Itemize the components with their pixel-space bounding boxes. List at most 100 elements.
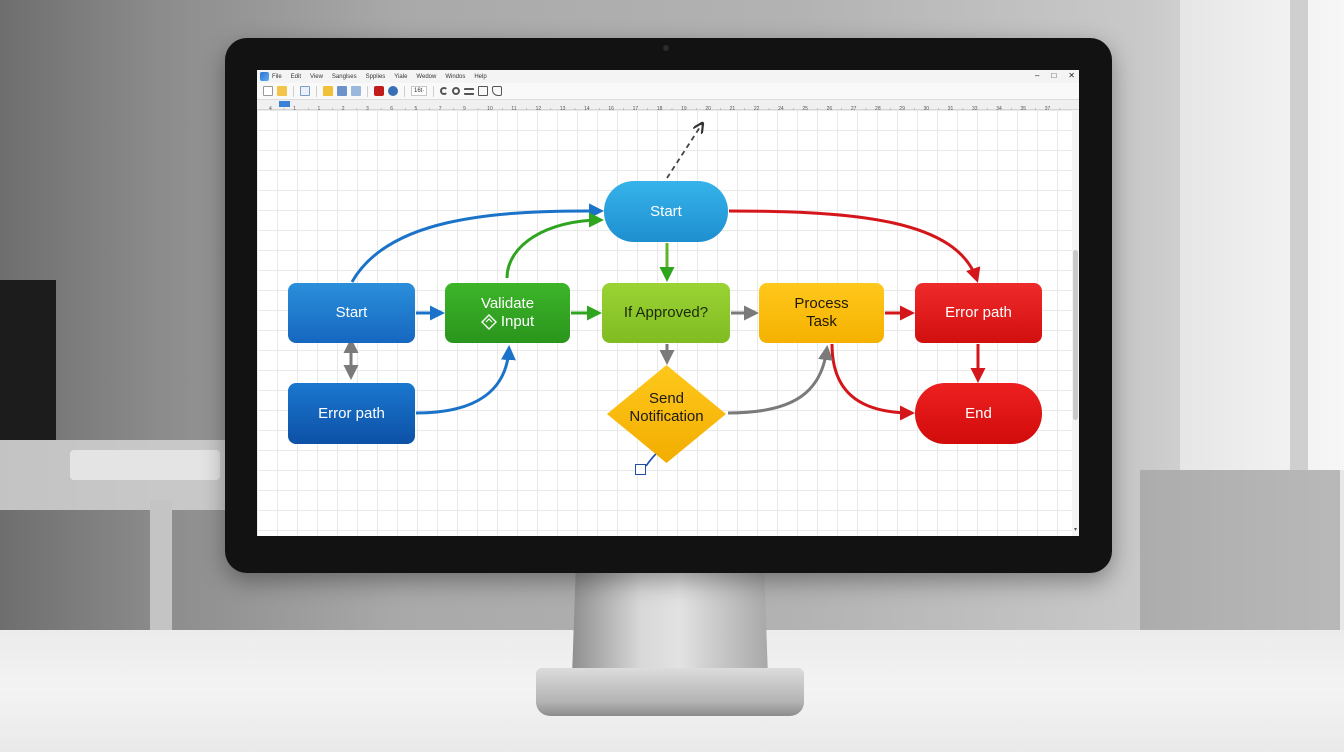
toolbar-separator <box>293 85 294 97</box>
record-icon[interactable] <box>374 86 384 96</box>
undo-icon[interactable] <box>440 87 449 95</box>
ruler-label: 17 <box>633 106 639 112</box>
ruler-label: 3 <box>366 106 369 112</box>
refresh-icon[interactable] <box>388 86 398 96</box>
ruler-label: 19 <box>681 106 687 112</box>
ruler-label: 11 <box>511 106 516 112</box>
ruler-label: 20 <box>705 106 711 112</box>
maximize-button[interactable]: □ <box>1051 71 1057 80</box>
webcam-icon <box>663 45 669 51</box>
menu-yiale[interactable]: Yiale <box>394 73 408 80</box>
connector-start-to-start[interactable] <box>350 203 604 283</box>
edit-shape-icon <box>480 314 497 330</box>
ruler-label: 24 <box>778 106 784 112</box>
connector-send-to-process[interactable] <box>727 345 834 415</box>
table-icon[interactable] <box>478 86 489 96</box>
menu-edit[interactable]: Edit <box>290 73 302 80</box>
ruler-label: 34 <box>996 106 1002 112</box>
ruler-label: 35 <box>1021 106 1027 112</box>
application-window: File Edit View Sanglses Spplies Yiale We… <box>257 70 1079 536</box>
background-furniture <box>1140 470 1340 630</box>
ruler-label: 22 <box>754 106 760 112</box>
connector-error-to-validate[interactable] <box>415 345 516 415</box>
save-icon[interactable] <box>337 86 347 96</box>
send-notification-text: Send Notification <box>629 390 704 425</box>
folder-icon[interactable] <box>323 86 333 96</box>
toolbar-separator <box>404 85 405 97</box>
monitor-stand-base <box>536 668 804 716</box>
scroll-down-icon[interactable]: ▾ <box>1073 527 1077 533</box>
scrollbar-thumb[interactable] <box>1073 250 1078 420</box>
ruler-label: 28 <box>875 106 881 112</box>
node-start-left[interactable]: Start <box>288 283 415 343</box>
ruler-label: 9 <box>463 106 466 112</box>
print-icon[interactable] <box>351 86 361 96</box>
background-object <box>70 450 220 480</box>
ruler-label: 1 <box>293 106 296 112</box>
node-end[interactable]: End <box>915 383 1042 444</box>
align-icon[interactable] <box>464 87 475 95</box>
ruler-label: 18 <box>657 106 663 112</box>
ruler-label: 31 <box>948 106 954 112</box>
toolbar-separator <box>316 85 317 97</box>
ruler-label: 29 <box>899 106 905 112</box>
ruler-label: 26 <box>827 106 833 112</box>
connection-handle[interactable] <box>635 464 646 475</box>
ruler-label: 5 <box>414 106 417 112</box>
menu-sanglses[interactable]: Sanglses <box>331 73 357 80</box>
validate-line1: Validate <box>480 295 535 312</box>
dashed-connector[interactable] <box>666 124 702 179</box>
window-controls: – □ ✕ <box>1035 71 1075 80</box>
process-label: Process Task <box>794 295 849 330</box>
validate-line2: Input <box>500 313 535 330</box>
zoom-level-select[interactable]: 16t· <box>411 86 428 96</box>
menu-help[interactable]: Help <box>474 73 487 80</box>
ruler-indent-marker[interactable] <box>279 101 290 107</box>
node-if-approved[interactable]: If Approved? <box>602 283 730 343</box>
app-logo-icon <box>260 72 269 81</box>
ruler-label: 10 <box>487 106 493 112</box>
node-start-top[interactable]: Start <box>604 181 728 242</box>
file-open-icon[interactable] <box>277 86 287 96</box>
node-send-notification-label: Send Notification <box>606 390 727 426</box>
connector-validate-to-start[interactable] <box>505 212 604 279</box>
menu-file[interactable]: File <box>272 73 282 80</box>
ruler-label: 27 <box>851 106 857 112</box>
ruler-label: 37 <box>1045 106 1051 112</box>
monitor-stand-neck <box>572 565 768 677</box>
ruler-label: 2 <box>342 106 345 112</box>
connector-process-to-end[interactable] <box>830 343 915 421</box>
pencil-icon[interactable] <box>492 86 503 96</box>
validate-label: Validate Input <box>480 295 535 331</box>
vertical-scrollbar[interactable]: ▾ <box>1072 110 1079 536</box>
menu-spplies[interactable]: Spplies <box>365 73 386 80</box>
node-error-path-left[interactable]: Error path <box>288 383 415 444</box>
ruler-label: 30 <box>924 106 930 112</box>
background-table-leg <box>150 500 172 640</box>
ruler-label: 4 <box>269 106 272 112</box>
menu-wedow[interactable]: Wedow <box>416 73 437 80</box>
background-window <box>1180 0 1344 470</box>
toolbar-separator <box>367 85 368 97</box>
node-send-notification-shape[interactable] <box>606 364 727 464</box>
connector-layer <box>343 70 986 467</box>
node-process-task[interactable]: Process Task <box>759 283 884 343</box>
close-button[interactable]: ✕ <box>1068 71 1075 80</box>
menu-windos[interactable]: Windos <box>445 73 466 80</box>
ruler-label: 7 <box>439 106 442 112</box>
background-monitor <box>0 280 56 440</box>
file-new-icon[interactable] <box>263 86 273 96</box>
ruler-label: 25 <box>802 106 808 112</box>
ruler-label: 16 <box>608 106 614 112</box>
node-error-path-right[interactable]: Error path <box>915 283 1042 343</box>
node-validate-input[interactable]: Validate Input <box>445 283 570 343</box>
minimize-button[interactable]: – <box>1035 71 1040 80</box>
menu-view[interactable]: View <box>310 73 323 80</box>
ruler-label: 14 <box>584 106 590 112</box>
validate-row: Input <box>480 313 535 331</box>
document-icon[interactable] <box>300 86 310 96</box>
ruler-label: 13 <box>560 106 566 112</box>
zoom-icon[interactable] <box>452 87 461 95</box>
background-window-frame <box>1290 0 1308 470</box>
connector-start-to-error[interactable] <box>728 209 981 283</box>
